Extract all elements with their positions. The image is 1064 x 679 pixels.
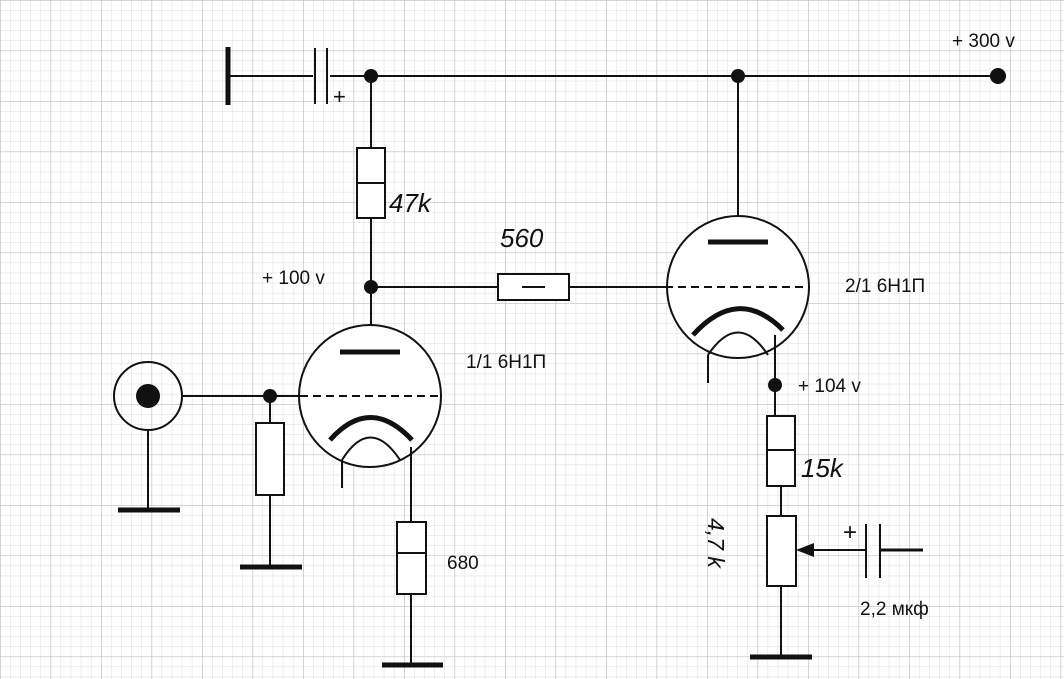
- label-supply-300v: + 300 v: [952, 31, 1015, 52]
- junction-dot: [364, 280, 378, 294]
- input-jack-center: [136, 384, 160, 408]
- filter-capacitor: [225, 47, 328, 105]
- label-cap-plus-out: +: [843, 519, 857, 546]
- label-r-560: 560: [500, 223, 544, 253]
- label-pot-4-7k: 4,7 k: [703, 518, 729, 569]
- resistor-680: [396, 521, 427, 595]
- label-r-47k: 47k: [389, 188, 433, 218]
- grid-leak-resistor: [255, 422, 285, 496]
- junction-dot: [768, 378, 782, 392]
- junction-dot: [263, 389, 277, 403]
- label-node-100v: + 100 v: [262, 268, 325, 289]
- label-node-104v: + 104 v: [798, 376, 861, 397]
- junction-dot: [731, 69, 745, 83]
- label-r-680: 680: [447, 553, 479, 574]
- output-capacitor: [865, 524, 923, 578]
- potentiometer-4-7k: [766, 515, 797, 587]
- label-tube-1: 1/1 6Н1П: [466, 352, 546, 373]
- junction-dot: [364, 69, 378, 83]
- tube-2-triode: [665, 215, 810, 416]
- label-tube-2: 2/1 6Н1П: [845, 276, 925, 297]
- label-cap-plus-top: +: [333, 84, 346, 109]
- label-cap-2-2: 2,2 мкф: [860, 599, 929, 620]
- supply-terminal: [990, 68, 1006, 84]
- label-r-15k: 15k: [801, 453, 845, 483]
